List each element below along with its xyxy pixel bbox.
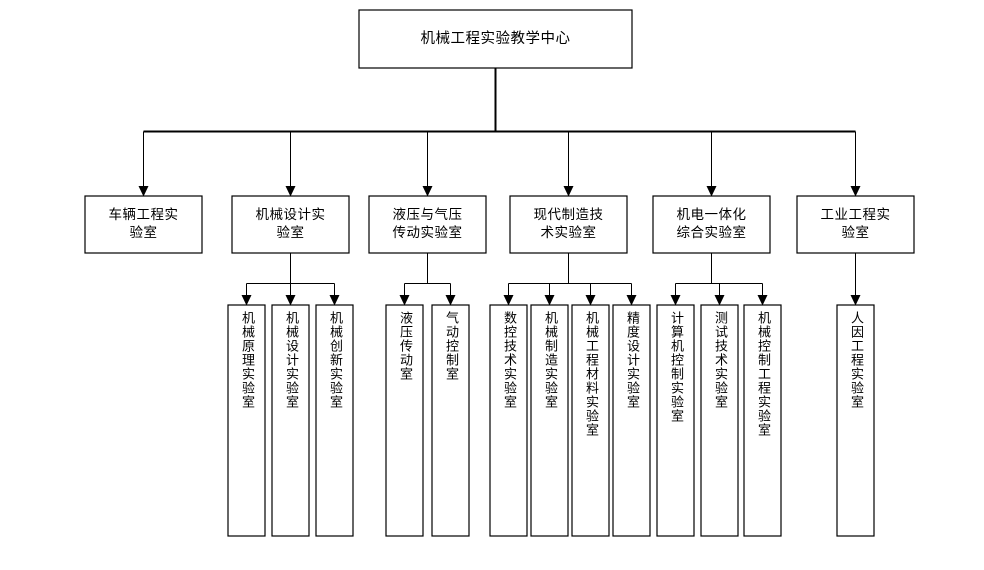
arrow-head-level2-3	[422, 186, 433, 197]
level2-node-box-2[interactable]	[231, 195, 350, 254]
level2-node-box-3[interactable]	[368, 195, 487, 254]
arrow-head-group5-child2	[714, 295, 725, 306]
arrow-head-level2-5	[706, 186, 717, 197]
level2-node-box-5[interactable]	[652, 195, 771, 254]
level2-node-box-4[interactable]	[509, 195, 628, 254]
arrow-head-group4-child3	[585, 295, 596, 306]
level3-node-box-group4-1[interactable]	[489, 304, 528, 537]
level3-node-box-group5-1[interactable]	[656, 304, 695, 537]
arrow-head-group5-child1	[670, 295, 681, 306]
arrow-head-group2-child3	[329, 295, 340, 306]
arrow-head-level2-1	[138, 186, 149, 197]
arrow-head-group4-child4	[626, 295, 637, 306]
level3-node-box-group4-2[interactable]	[530, 304, 569, 537]
arrow-head-group2-child2	[285, 295, 296, 306]
level3-node-box-group2-3[interactable]	[315, 304, 354, 537]
arrow-head-group3-child2	[445, 295, 456, 306]
arrow-head-group4-child2	[544, 295, 555, 306]
level3-node-box-group3-1[interactable]	[385, 304, 424, 537]
arrow-head-level2-2	[285, 186, 296, 197]
level3-node-box-group4-4[interactable]	[612, 304, 651, 537]
arrow-head-group2-child1	[241, 295, 252, 306]
level2-node-box-1[interactable]	[84, 195, 203, 254]
level3-node-box-group5-3[interactable]	[743, 304, 782, 537]
level3-node-box-group2-1[interactable]	[227, 304, 266, 537]
arrow-head-group4-child1	[503, 295, 514, 306]
level3-node-box-group4-3[interactable]	[571, 304, 610, 537]
arrow-head-group5-child3	[757, 295, 768, 306]
root-node-box[interactable]	[358, 9, 633, 69]
level2-node-box-6[interactable]	[796, 195, 915, 254]
level3-node-box-group5-2[interactable]	[700, 304, 739, 537]
level3-node-box-group2-2[interactable]	[271, 304, 310, 537]
arrow-head-level2-6	[850, 186, 861, 197]
arrow-head-group3-child1	[399, 295, 410, 306]
level3-node-box-group6-1[interactable]	[836, 304, 875, 537]
arrow-head-level2-4	[563, 186, 574, 197]
level3-node-box-group3-2[interactable]	[431, 304, 470, 537]
arrow-head-group6-child1	[850, 295, 861, 306]
